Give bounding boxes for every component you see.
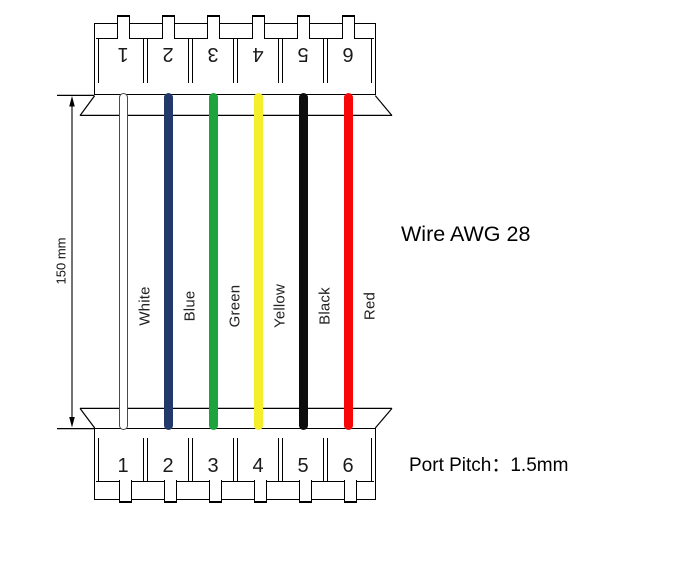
- blue-wire-label: Blue: [181, 290, 199, 322]
- white-wire-label: White: [136, 286, 154, 326]
- bottom-connector-key-slot: [163, 480, 177, 503]
- dimension-arrow-down: [69, 417, 75, 428]
- bottom-connector-key-slot: [343, 480, 357, 503]
- top-connector-body: [94, 23, 376, 95]
- bottom-left-cavity-wall: [98, 438, 100, 481]
- bottom-pin-number: 1: [117, 455, 129, 477]
- top-pin-number: 6: [342, 43, 354, 65]
- bottom-connector-key-slot: [298, 480, 312, 503]
- top-cavity-divider: [143, 38, 148, 83]
- top-right-cavity-wall: [370, 38, 372, 83]
- top-pin-number: 3: [207, 43, 219, 65]
- bottom-pin-number: 6: [342, 455, 354, 477]
- yellow-wire-label: Yellow: [271, 283, 289, 329]
- bottom-cavity-divider: [323, 438, 328, 481]
- red-wire: [343, 93, 353, 430]
- black-wire-label: Black: [316, 287, 334, 325]
- top-flange-left-diagonal: [79, 95, 96, 116]
- bottom-flange-left-diagonal: [79, 408, 96, 429]
- top-connector-key-slot: [161, 15, 175, 39]
- top-pin-number: 1: [117, 43, 129, 65]
- top-connector-key-slot: [251, 15, 265, 39]
- bottom-pin-number: 3: [207, 455, 219, 477]
- top-pin-number: 2: [162, 43, 174, 65]
- top-flange-right-diagonal: [374, 95, 393, 116]
- top-left-cavity-wall: [98, 38, 100, 83]
- white-wire: [118, 93, 128, 430]
- bottom-pin-number: 4: [252, 455, 264, 477]
- bottom-cavity-divider: [143, 438, 148, 481]
- dimension-arrow-up: [69, 96, 75, 107]
- bottom-connector-key-slot: [253, 480, 267, 503]
- yellow-wire: [253, 93, 263, 430]
- top-connector-key-slot: [116, 15, 130, 39]
- bottom-cavity-divider: [233, 438, 238, 481]
- green-wire: [208, 93, 218, 430]
- top-cavity-divider: [188, 38, 193, 83]
- wire-gauge-label: Wire AWG 28: [401, 222, 531, 246]
- length-dimension-label: 150 mm: [53, 237, 69, 285]
- bottom-connector-key-slot: [118, 480, 132, 503]
- bottom-connector-inner-wall-line: [96, 481, 374, 483]
- bottom-cavity-divider: [188, 438, 193, 481]
- blue-wire: [163, 93, 173, 430]
- top-cavity-divider: [278, 38, 283, 83]
- black-wire: [298, 93, 308, 430]
- top-cavity-divider: [233, 38, 238, 83]
- bottom-right-cavity-wall: [370, 438, 372, 481]
- top-connector-key-slot: [206, 15, 220, 39]
- top-pin-number: 4: [252, 43, 264, 65]
- bottom-cavity-divider: [278, 438, 283, 481]
- top-connector-key-slot: [341, 15, 355, 39]
- top-pin-number: 5: [297, 43, 309, 65]
- top-cavity-divider: [323, 38, 328, 83]
- bottom-flange-right-diagonal: [374, 408, 393, 429]
- bottom-pin-number: 5: [297, 455, 309, 477]
- bottom-pin-number: 2: [162, 455, 174, 477]
- bottom-connector-key-slot: [208, 480, 222, 503]
- green-wire-label: Green: [226, 284, 244, 328]
- top-connector-key-slot: [296, 15, 310, 39]
- top-connector-inner-wall-line: [96, 37, 374, 39]
- port-pitch-label: Port Pitch：1.5mm: [409, 455, 569, 476]
- red-wire-label: Red: [361, 291, 379, 321]
- bottom-connector-body: [94, 428, 376, 500]
